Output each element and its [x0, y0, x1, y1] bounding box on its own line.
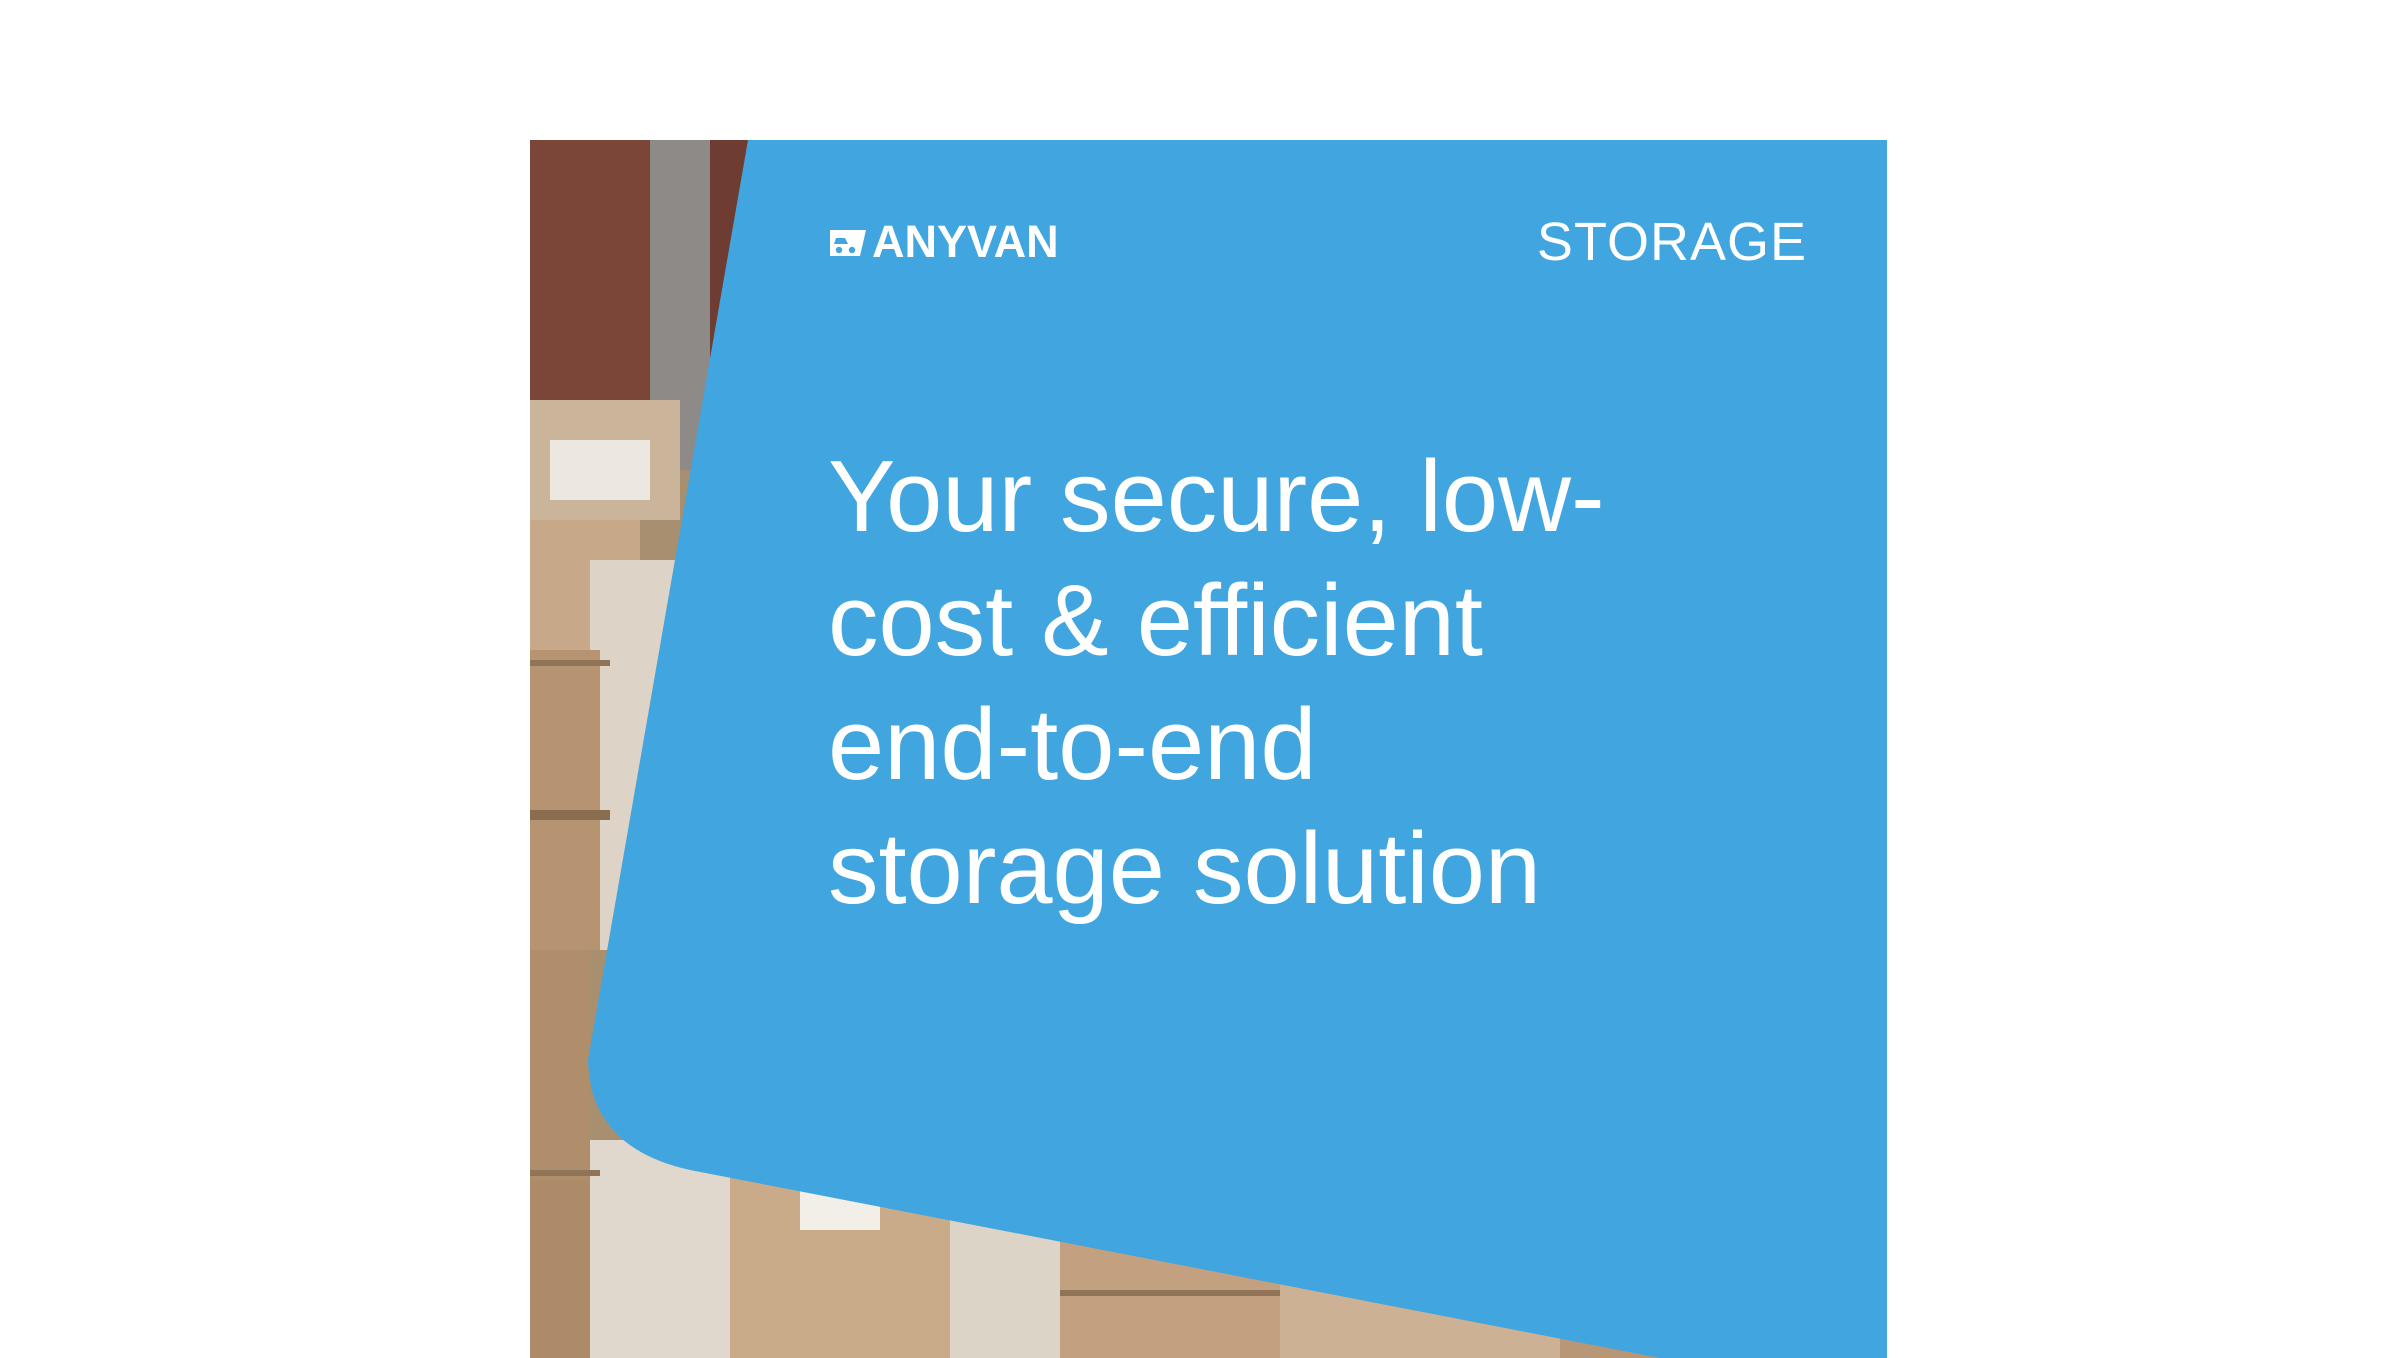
headline: Your secure, low- cost & efficient end-t… [828, 435, 1708, 931]
headline-line: Your secure, low- [828, 441, 1605, 553]
anyvan-logo: ANYVAN [828, 218, 1059, 266]
headline-line: end-to-end [828, 689, 1317, 801]
blue-panel [588, 140, 1887, 1358]
van-icon [830, 230, 866, 256]
headline-line: cost & efficient [828, 565, 1483, 677]
headline-line: storage solution [828, 813, 1542, 925]
category-label: STORAGE [1536, 212, 1807, 272]
brand-name: ANYVAN [872, 216, 1059, 267]
storage-promo-card: ANYVAN STORAGE Your secure, low- cost & … [530, 140, 1887, 1358]
